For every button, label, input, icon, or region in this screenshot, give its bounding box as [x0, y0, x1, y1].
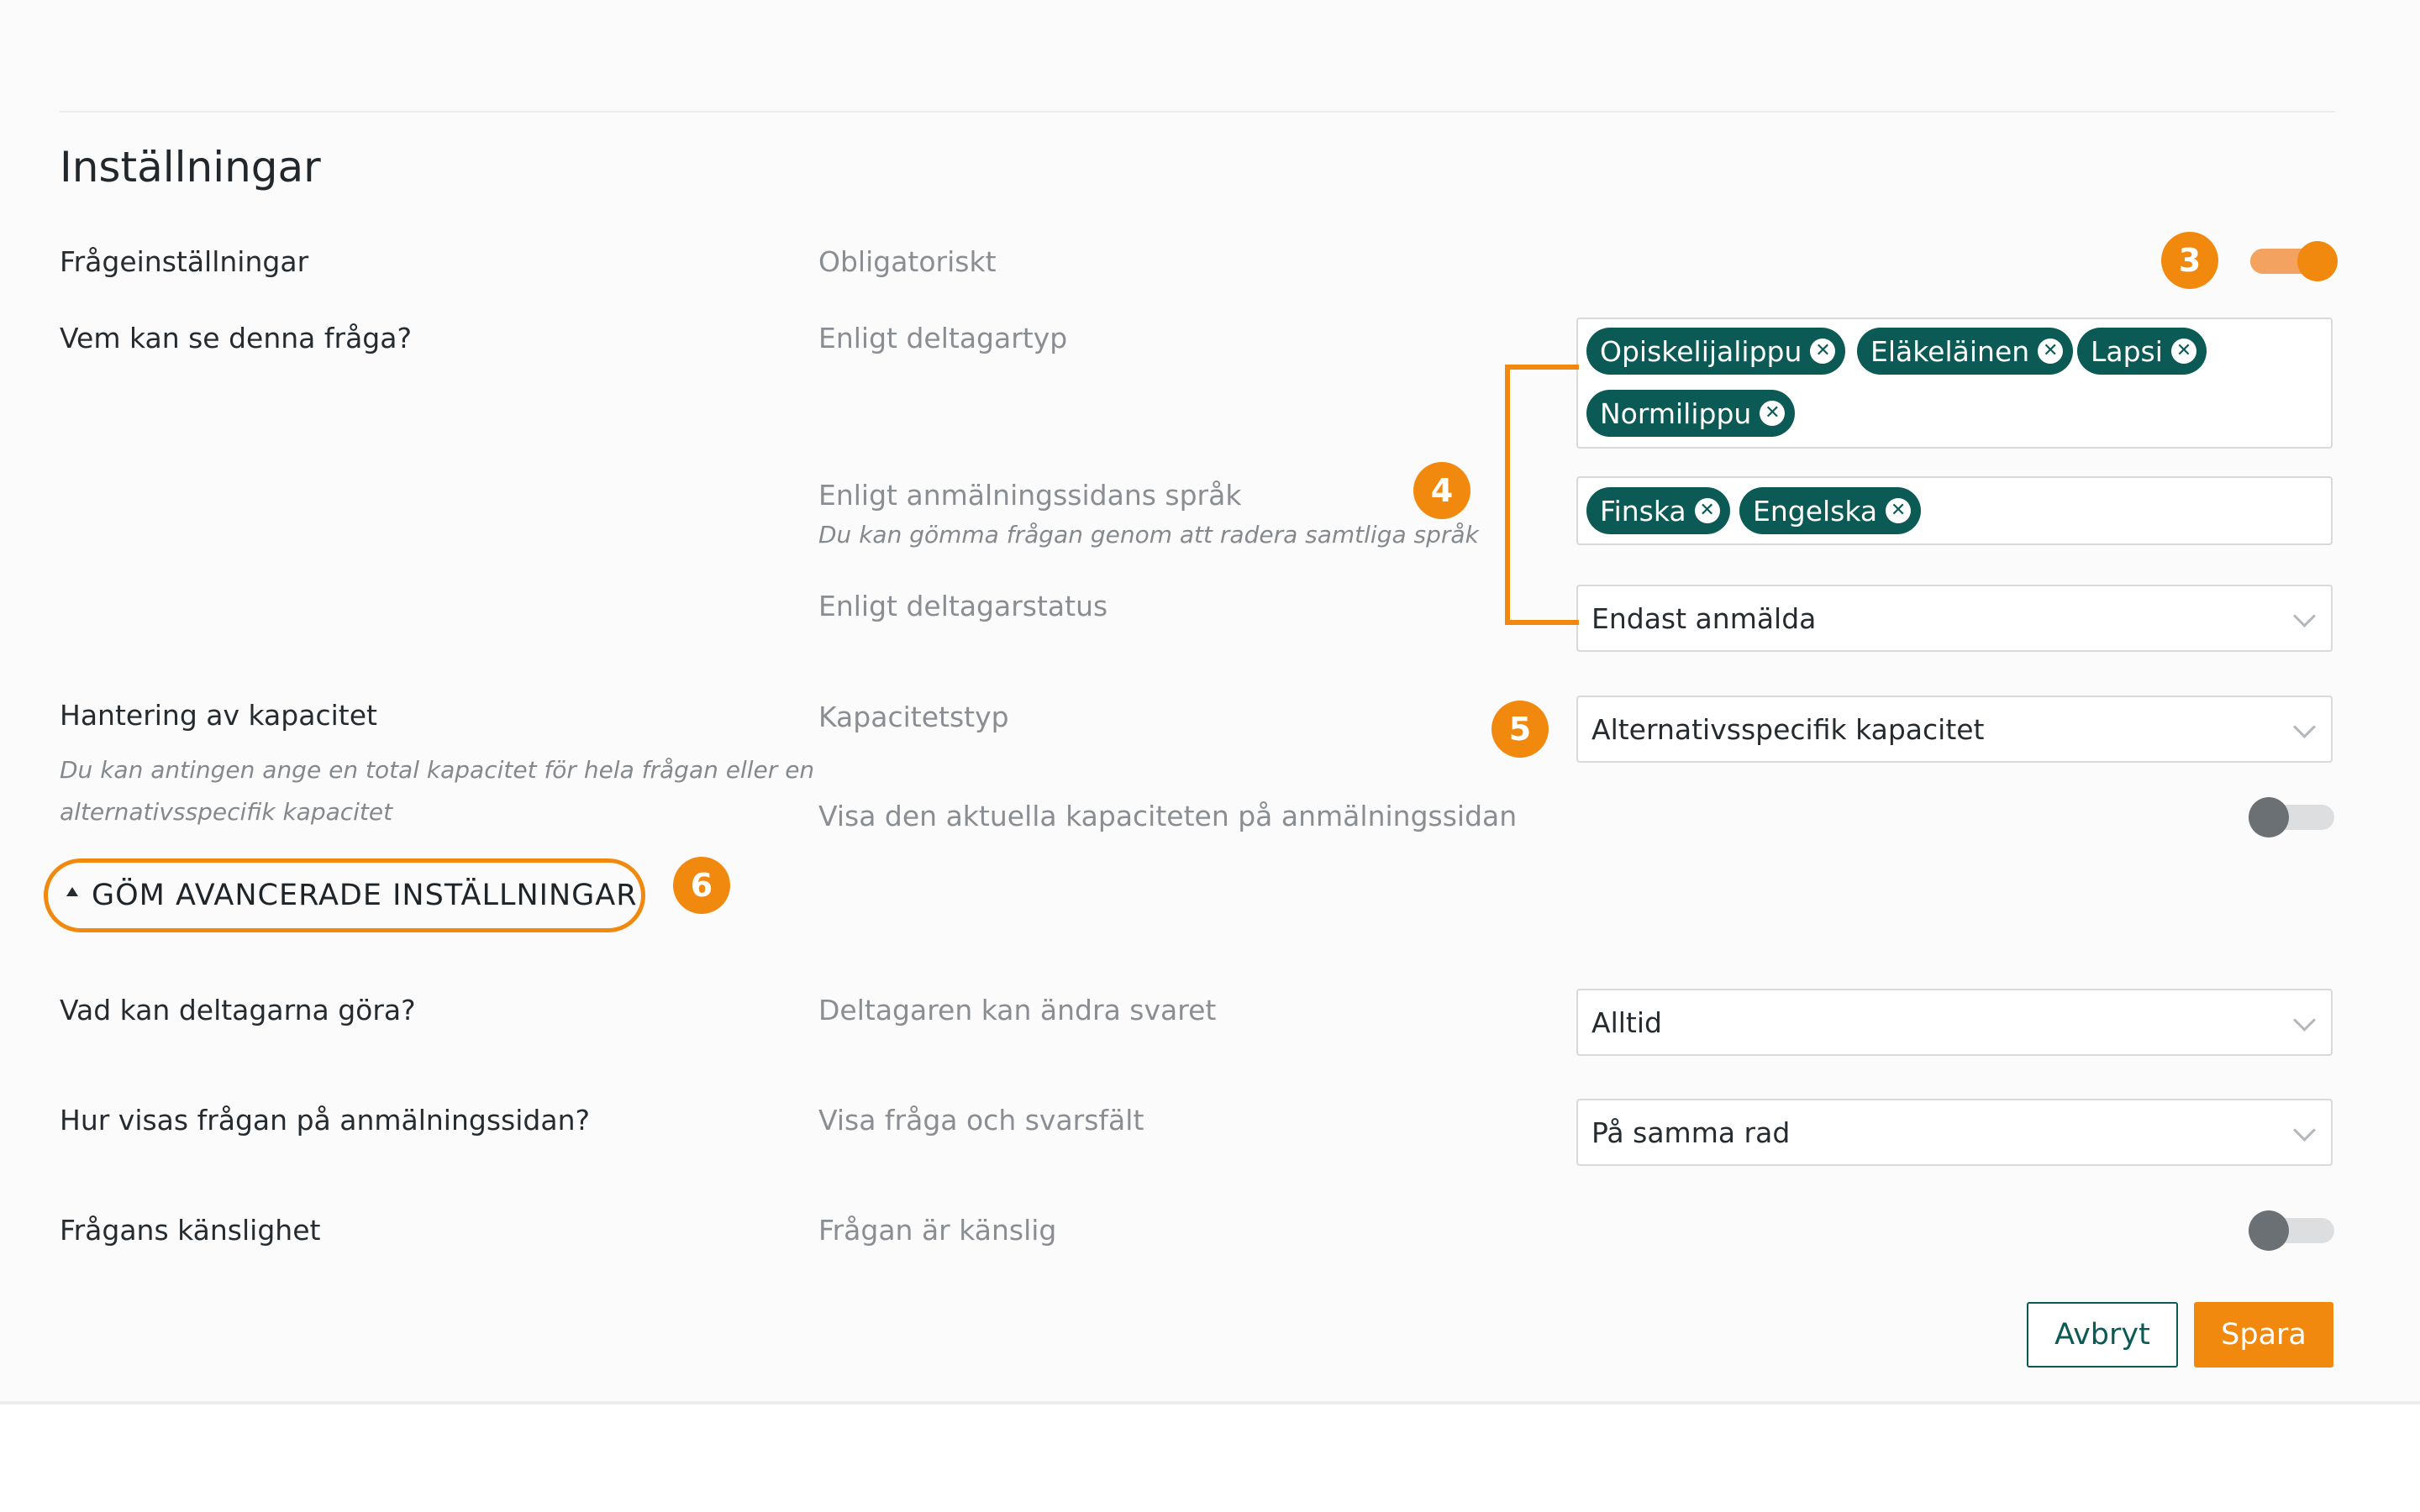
close-circle-icon[interactable]: ✕	[1760, 401, 1786, 426]
show-capacity-toggle-knob	[2249, 797, 2289, 837]
visibility-label: Vem kan se denna fråga?	[60, 322, 412, 354]
participant-status-value: Endast anmälda	[1591, 601, 1817, 635]
hide-advanced-settings-button[interactable]: GÖM AVANCERADE INSTÄLLNINGAR	[44, 858, 645, 932]
caret-up-icon	[66, 886, 78, 896]
chip-label: Opiskelijalippu	[1600, 334, 1802, 368]
show-capacity-toggle[interactable]	[2249, 797, 2334, 837]
sensitive-toggle-knob	[2249, 1210, 2289, 1251]
sensitivity-label: Frågans känslighet	[60, 1214, 321, 1247]
participant-type-multiselect[interactable]: Opiskelijalippu ✕ Eläkeläinen ✕ Lapsi ✕ …	[1576, 318, 2333, 449]
annotation-bracket-bottom	[1505, 620, 1579, 625]
capacity-type-select[interactable]: Alternativsspecifik kapacitet	[1576, 696, 2333, 763]
by-participant-type-label: Enligt deltagartyp	[818, 322, 1068, 354]
hide-advanced-settings-label: GÖM AVANCERADE INSTÄLLNINGAR	[92, 879, 638, 912]
annotation-badge-3: 3	[2161, 232, 2218, 289]
annotation-bracket	[1505, 365, 1510, 625]
chip-label: Engelska	[1753, 494, 1878, 528]
close-circle-icon[interactable]: ✕	[1810, 339, 1836, 364]
capacity-hint-line2: alternativsspecifik kapacitet	[60, 798, 393, 826]
annotation-badge-5: 5	[1491, 701, 1549, 758]
language-multiselect[interactable]: Finska ✕ Engelska ✕	[1576, 476, 2333, 545]
chip-elakelainen: Eläkeläinen ✕	[1857, 328, 2074, 375]
chip-normilippu: Normilippu ✕	[1586, 390, 1796, 437]
chip-finska: Finska ✕	[1586, 487, 1730, 534]
mandatory-toggle-knob	[2297, 241, 2338, 281]
chip-label: Finska	[1600, 494, 1686, 528]
capacity-hint-line1: Du kan antingen ange en total kapacitet …	[60, 756, 815, 784]
chip-label: Lapsi	[2091, 334, 2163, 368]
capacity-label: Hantering av kapacitet	[60, 699, 377, 732]
mandatory-toggle[interactable]	[2250, 241, 2338, 281]
chip-lapsi: Lapsi ✕	[2077, 328, 2207, 375]
can-change-answer-label: Deltagaren kan ändra svaret	[818, 994, 1217, 1026]
chip-label: Eläkeläinen	[1870, 334, 2030, 368]
close-circle-icon[interactable]: ✕	[1886, 498, 1912, 523]
close-circle-icon[interactable]: ✕	[1694, 498, 1720, 523]
by-status-label: Enligt deltagarstatus	[818, 590, 1108, 622]
can-change-answer-value: Alltid	[1591, 1005, 1662, 1039]
capacity-type-value: Alternativsspecifik kapacitet	[1591, 712, 1985, 746]
show-capacity-label: Visa den aktuella kapaciteten på anmälni…	[818, 800, 1518, 832]
sensitive-toggle[interactable]	[2249, 1210, 2334, 1251]
cancel-button[interactable]: Avbryt	[2027, 1302, 2178, 1368]
annotation-bracket-top	[1505, 365, 1579, 370]
chip-label: Normilippu	[1600, 396, 1752, 430]
annotation-badge-4: 4	[1413, 462, 1470, 519]
top-divider	[60, 111, 2335, 113]
chevron-down-icon	[2293, 1009, 2316, 1032]
chevron-down-icon	[2293, 605, 2316, 627]
by-language-hint: Du kan gömma frågan genom att radera sam…	[818, 521, 1479, 549]
chevron-down-icon	[2293, 1119, 2316, 1142]
chip-engelska: Engelska ✕	[1739, 487, 1922, 534]
question-settings-label: Frågeinställningar	[60, 245, 309, 278]
page-title: Inställningar	[60, 143, 321, 192]
settings-panel: Inställningar Frågeinställningar Obligat…	[0, 111, 2420, 1404]
capacity-type-label: Kapacitetstyp	[818, 701, 1009, 733]
mandatory-label: Obligatoriskt	[818, 245, 997, 278]
close-circle-icon[interactable]: ✕	[2170, 339, 2196, 364]
chevron-down-icon	[2293, 716, 2316, 738]
sensitive-label: Frågan är känslig	[818, 1214, 1057, 1247]
can-change-answer-select[interactable]: Alltid	[1576, 989, 2333, 1056]
close-circle-icon[interactable]: ✕	[2038, 339, 2064, 364]
participant-actions-label: Vad kan deltagarna göra?	[60, 994, 416, 1026]
save-button[interactable]: Spara	[2194, 1302, 2333, 1368]
annotation-badge-6: 6	[673, 857, 730, 914]
display-value: På samma rad	[1591, 1116, 1791, 1149]
participant-status-select[interactable]: Endast anmälda	[1576, 585, 2333, 652]
display-label: Hur visas frågan på anmälningssidan?	[60, 1104, 590, 1137]
chip-opiskelijalippu: Opiskelijalippu ✕	[1586, 328, 1846, 375]
by-language-label: Enligt anmälningssidans språk	[818, 479, 1242, 512]
display-setting-label: Visa fråga och svarsfält	[818, 1104, 1144, 1137]
display-select[interactable]: På samma rad	[1576, 1099, 2333, 1166]
